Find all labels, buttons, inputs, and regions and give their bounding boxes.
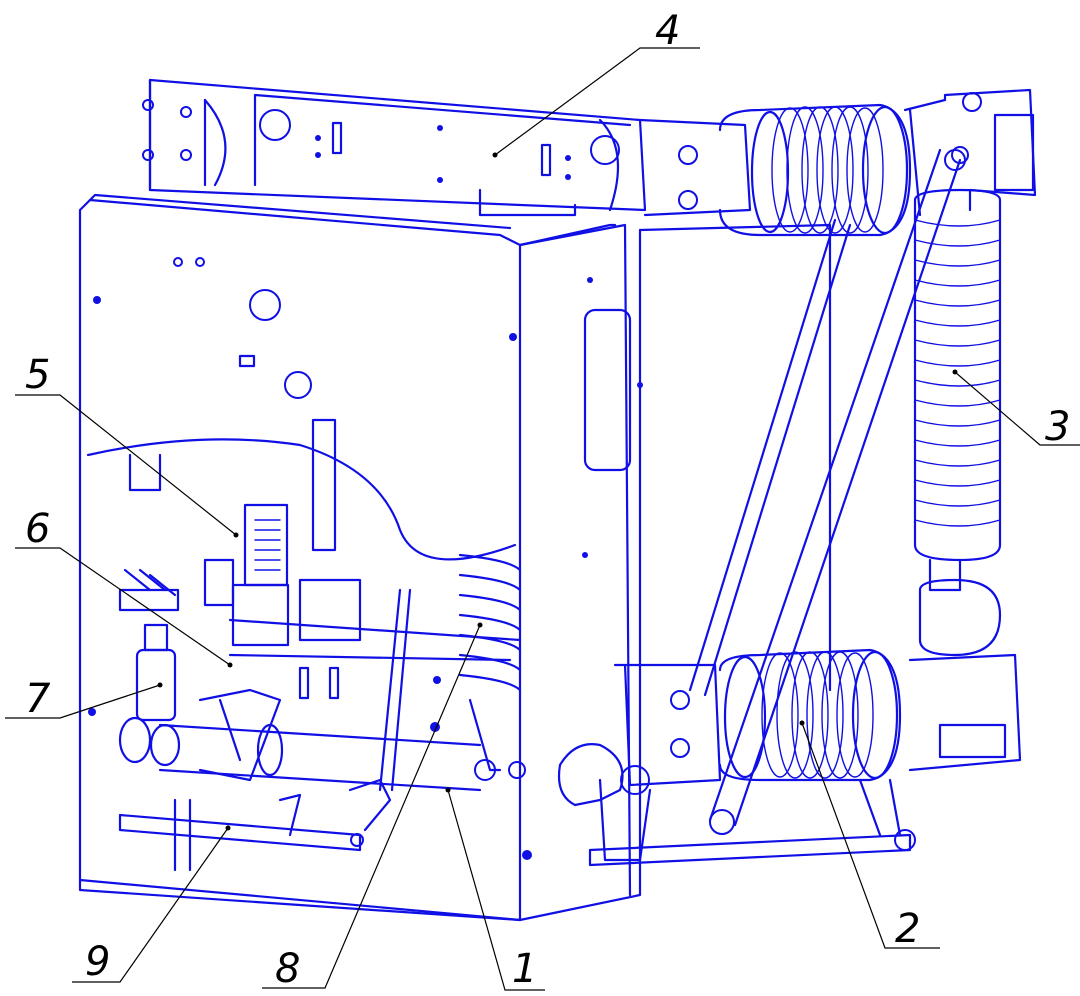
callout-3-leader [954, 371, 1080, 446]
callout-9-label: 9 [85, 939, 110, 985]
callout-8-leader [262, 624, 481, 989]
callout-5-label: 5 [25, 352, 50, 398]
callout-7-label: 7 [25, 676, 51, 722]
callouts: 4 3 5 6 7 9 8 1 2 [5, 8, 1080, 992]
spring-assembly [378, 553, 522, 792]
callout-8-label: 8 [275, 946, 300, 992]
callout-6-label: 6 [25, 506, 50, 552]
side-panel [518, 223, 832, 897]
callout-9-leader [72, 827, 229, 983]
drive-shaft [118, 698, 526, 872]
top-mounting-bracket [142, 78, 752, 217]
callout-1-leader [447, 789, 545, 991]
mechanism [118, 503, 522, 782]
lower-insulator [557, 648, 916, 867]
callout-7-leader [5, 684, 161, 719]
insulating-rods [688, 148, 966, 835]
callout-1-label: 1 [512, 946, 537, 992]
upper-insulator [718, 88, 1037, 237]
vacuum-chamber-insulator [908, 188, 1022, 772]
callout-2-leader [801, 722, 940, 949]
callout-4-leader [494, 47, 700, 156]
callout-2-label: 2 [895, 906, 920, 952]
callout-6-leader [15, 547, 231, 666]
callout-5-leader [15, 394, 237, 536]
front-panel [78, 193, 642, 922]
callout-3-label: 3 [1045, 404, 1070, 450]
callout-4-label: 4 [655, 8, 680, 54]
